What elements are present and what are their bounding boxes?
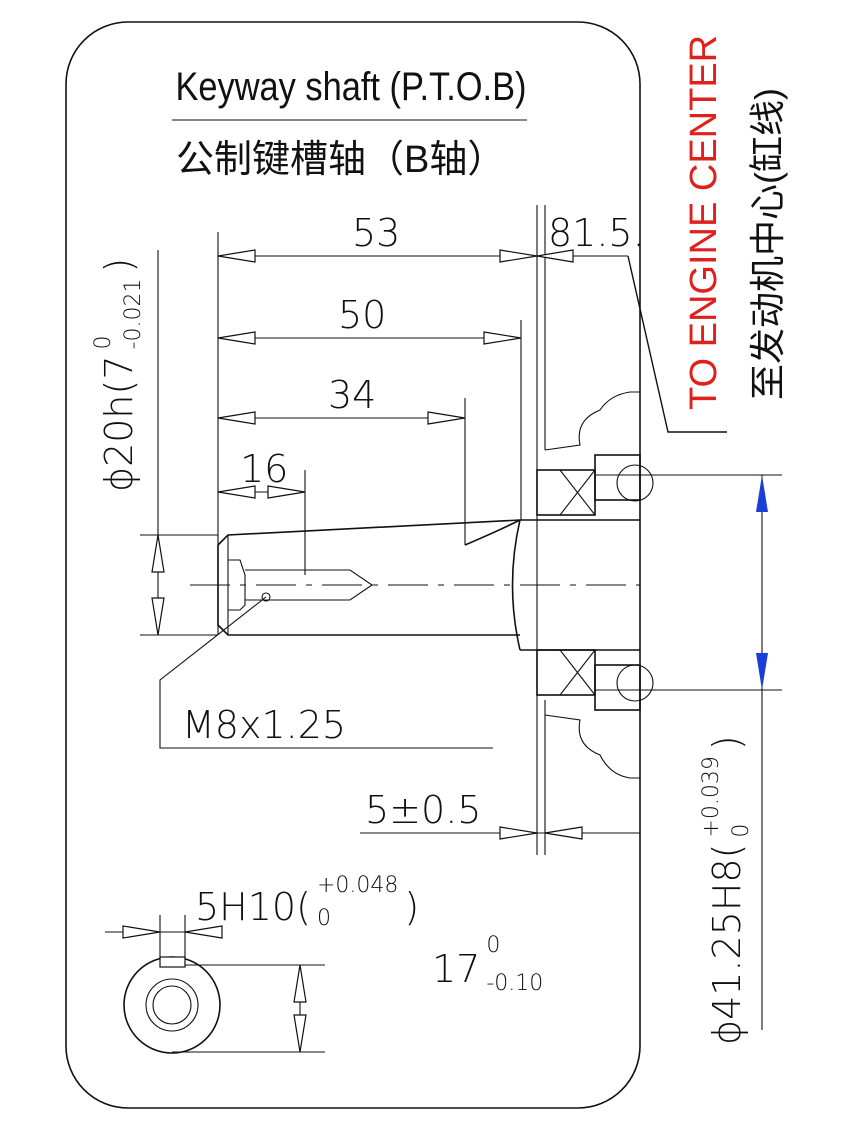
title-cn: 公制键槽轴（B轴） xyxy=(176,139,505,181)
dim-81-5: 81.5. xyxy=(536,211,645,263)
engine-center-callout: TO ENGINE CENTER 至发动机中心(缸线) xyxy=(627,35,788,433)
thread-point xyxy=(261,592,271,602)
key-depth-lower: -0.10 xyxy=(486,971,543,996)
dim-53-label: 53 xyxy=(352,211,400,255)
shaft xyxy=(190,519,640,651)
dim-34: 34 xyxy=(217,373,466,425)
shaft-tol-close: ) xyxy=(97,258,141,273)
thread-label: M8x1.25 xyxy=(182,703,346,747)
dim-50: 50 xyxy=(217,293,522,345)
drawing-frame xyxy=(65,21,641,1109)
keyway-section: 5H10( +0.048 0 ) 17 0 -0.10 xyxy=(105,873,543,1054)
title-en: Keyway shaft (P.T.O.B) xyxy=(175,64,526,109)
thread-callout: M8x1.25 xyxy=(159,596,493,749)
bore-tol-upper: +0.039 xyxy=(699,756,724,837)
dim-shaft-diameter: ϕ20h(7 0 -0.021 ) xyxy=(91,250,218,636)
key-tol-close: ) xyxy=(404,885,419,929)
dim-bore-diameter: ϕ41.25H8( +0.039 0 ) xyxy=(595,474,782,1045)
engine-center-en: TO ENGINE CENTER xyxy=(683,35,725,410)
key-depth-upper: 0 xyxy=(486,933,500,958)
bearing-housing xyxy=(536,391,654,779)
bore-tol-lower: 0 xyxy=(729,824,754,838)
dim-34-label: 34 xyxy=(328,373,376,417)
dim-5-label: 5±0.5 xyxy=(365,788,481,832)
key-tol-upper: +0.048 xyxy=(317,873,398,898)
arrow-down-icon xyxy=(756,653,768,690)
dim-16-label: 16 xyxy=(240,447,288,491)
dim-53: 53 xyxy=(217,211,538,263)
arrow-up-icon xyxy=(756,475,768,512)
shaft-tol-upper: 0 xyxy=(91,335,116,349)
key-depth-label: 17 xyxy=(432,947,480,991)
dim-5: 5±0.5 xyxy=(360,700,640,855)
shaft-tol-lower: -0.021 xyxy=(121,279,146,350)
bore-tol-close: ) xyxy=(705,735,749,750)
dim-81-5-label: 81.5. xyxy=(548,211,645,255)
shaft-dia-label: ϕ20h(7 xyxy=(97,355,141,492)
engine-center-cn: 至发动机中心(缸线) xyxy=(747,88,788,400)
key-tol-lower: 0 xyxy=(317,906,331,931)
dim-50-label: 50 xyxy=(338,293,386,337)
key-width-label: 5H10( xyxy=(195,885,311,929)
bore-dia-label: ϕ41.25H8( xyxy=(705,844,749,1045)
dim-16: 16 xyxy=(217,447,306,499)
